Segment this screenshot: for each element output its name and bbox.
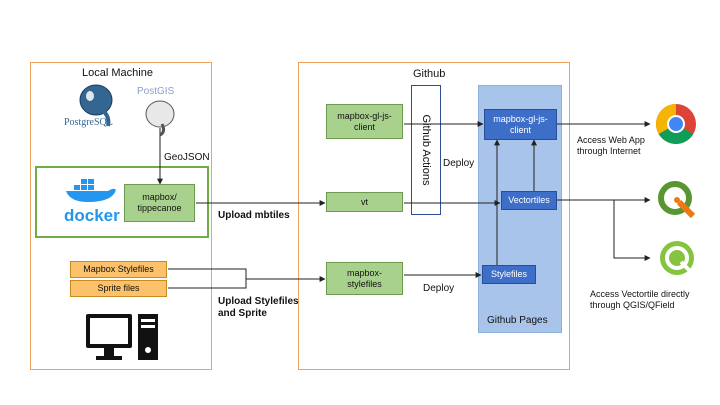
access-web-app-label: Access Web App through Internet <box>577 135 645 156</box>
mapbox-stylefiles-label: Mapbox Stylefiles <box>83 264 154 274</box>
github-client-label: mapbox-gl-js- client <box>337 110 392 132</box>
github-vt-box: vt <box>326 192 403 212</box>
pages-vectortiles-label: Vectortiles <box>508 195 550 205</box>
deploy-label-top: Deploy <box>443 158 475 169</box>
tippecanoe-label: mapbox/ tippecanoe <box>137 192 182 213</box>
github-stylefiles-label: mapbox- stylefiles <box>346 267 382 289</box>
qfield-icon <box>657 238 697 278</box>
deploy-label-bottom: Deploy <box>423 283 455 294</box>
pages-stylefiles-box: Stylefiles <box>482 265 536 284</box>
github-panel <box>298 62 570 370</box>
github-actions-bar <box>411 85 441 215</box>
pages-vectortiles-box: Vectortiles <box>501 191 557 210</box>
github-stylefiles-box: mapbox- stylefiles <box>326 262 403 295</box>
desktop-computer-icon <box>84 312 164 362</box>
postgis-elephant-icon <box>140 96 180 137</box>
docker-whale-icon <box>62 176 118 204</box>
docker-label: docker <box>64 206 120 225</box>
github-client-box: mapbox-gl-js- client <box>326 104 403 139</box>
pages-stylefiles-label: Stylefiles <box>490 269 527 279</box>
qfield-branch-arrow <box>613 200 651 261</box>
mapbox-stylefiles-box: Mapbox Stylefiles <box>70 261 167 278</box>
pages-client-box: mapbox-gl-js- client <box>484 109 557 140</box>
docker-container-frame <box>35 166 209 238</box>
upload-mbtiles-label: Upload mbtiles <box>218 210 290 221</box>
geojson-label: GeoJSON <box>164 152 210 163</box>
sprite-files-label: Sprite files <box>97 283 140 293</box>
chrome-browser-icon <box>654 102 698 146</box>
github-title: Github <box>413 68 446 80</box>
upload-stylefiles-label: Upload Stylefiles and Sprite <box>218 296 299 319</box>
local-machine-panel <box>30 62 212 370</box>
github-pages-title: Github Pages <box>487 315 548 326</box>
sprite-files-box: Sprite files <box>70 280 167 297</box>
access-vectortile-label: Access Vectortile directly through QGIS/… <box>590 289 690 310</box>
postgresql-elephant-icon <box>66 82 130 128</box>
qgis-icon <box>657 180 697 220</box>
local-machine-title: Local Machine <box>82 67 153 79</box>
tippecanoe-box: mapbox/ tippecanoe <box>124 184 195 222</box>
github-vt-label: vt <box>360 196 368 207</box>
postgresql-label: PostgreSQL <box>64 117 113 128</box>
stylefiles-connector <box>168 268 247 289</box>
pages-client-label: mapbox-gl-js- client <box>493 113 548 135</box>
postgis-label: PostGIS <box>137 86 175 97</box>
